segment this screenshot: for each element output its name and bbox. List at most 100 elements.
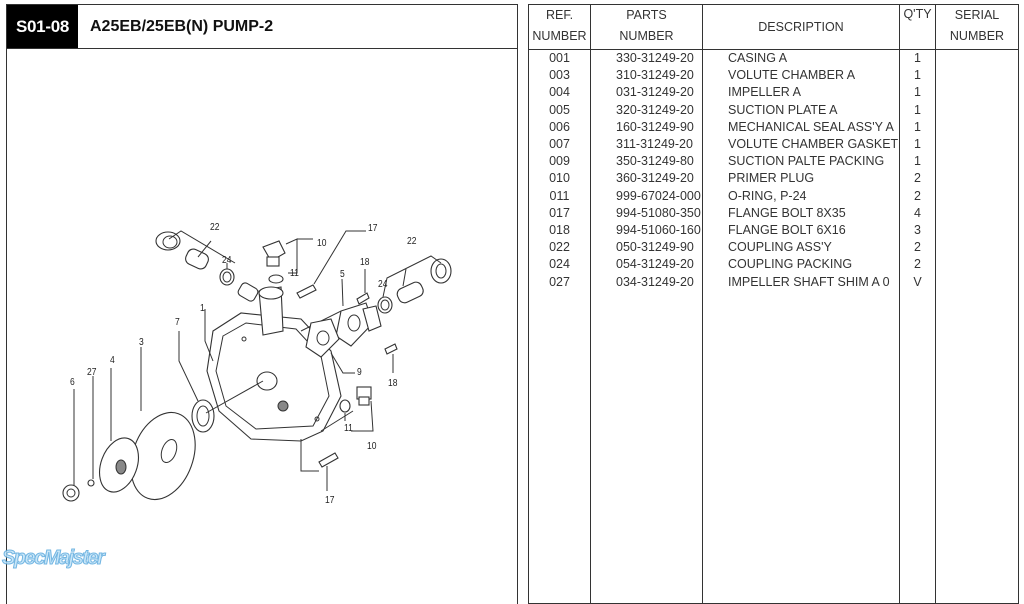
callout-11: 11: [344, 423, 353, 434]
part-number-cell: 360-31249-20: [616, 171, 694, 186]
callout-6: 6: [70, 377, 75, 388]
qty-cell: 1: [914, 51, 921, 65]
qty-cell: 1: [914, 154, 921, 169]
ref-cell: 018: [549, 223, 570, 237]
table-row: 027 034-31249-20 IMPELLER SHAFT SHIM A 0 V: [529, 274, 1018, 291]
qty-cell: 1: [914, 68, 921, 83]
callout-11: 11: [290, 268, 299, 279]
part-number-cell: 310-31249-20: [616, 68, 694, 83]
part-number-cell: 034-31249-20: [616, 274, 694, 289]
description-cell: FLANGE BOLT 8X35: [728, 205, 846, 220]
ref-cell: 011: [549, 188, 570, 203]
ref-cell: 007: [549, 137, 570, 151]
qty-cell: 1: [914, 119, 921, 134]
pump-exploded-drawing: [62, 230, 452, 502]
part-number-cell: 050-31249-90: [616, 240, 694, 255]
column-divider: [702, 5, 703, 603]
part-number-cell: 054-31249-20: [616, 257, 694, 272]
watermark-logo: SpecMajster: [1, 547, 105, 570]
table-row: 022 050-31249-90 COUPLING ASS'Y 2: [529, 239, 1018, 256]
suction-plate-part: [305, 302, 382, 358]
table-row: 024 054-31249-20 COUPLING PACKING 2: [529, 256, 1018, 273]
header-ref-line2: NUMBER: [532, 29, 587, 43]
description-cell: COUPLING PACKING: [728, 257, 853, 272]
description-cell: SUCTION PALTE PACKING: [728, 154, 885, 169]
qty-cell: 1: [914, 102, 921, 117]
header-serial-line1: SERIAL: [954, 8, 1000, 22]
callout-24: 24: [222, 255, 232, 266]
table-row: 003 310-31249-20 VOLUTE CHAMBER A 1: [529, 67, 1018, 84]
coupling-right: [377, 258, 452, 314]
table-row: 009 350-31249-80 SUCTION PALTE PACKING 1: [529, 153, 1018, 170]
part-number-cell: 994-51080-350: [616, 205, 701, 220]
qty-cell: 3: [914, 223, 921, 237]
part-number-cell: 320-31249-20: [616, 102, 694, 117]
description-cell: VOLUTE CHAMBER GASKET: [728, 137, 898, 151]
description-cell: IMPELLER SHAFT SHIM A 0: [728, 274, 890, 289]
callout-24: 24: [378, 279, 388, 290]
description-cell: MECHANICAL SEAL ASS'Y A: [728, 119, 894, 134]
ref-cell: 027: [549, 274, 570, 289]
ref-cell: 003: [549, 68, 570, 83]
ref-cell: 017: [549, 205, 570, 220]
callout-27: 27: [87, 367, 97, 378]
header-divider: [529, 49, 1018, 50]
section-code-badge: S01-08: [7, 5, 78, 48]
primer-plug-bottom: [339, 386, 372, 413]
header-ref-line1: REF.: [545, 8, 574, 22]
coupling-left: [155, 231, 259, 302]
table-row: 018 994-51060-160 FLANGE BOLT 6X16 3: [529, 222, 1018, 239]
ref-cell: 001: [549, 51, 570, 65]
ref-cell: 024: [549, 257, 570, 272]
part-number-cell: 350-31249-80: [616, 154, 694, 169]
callout-10: 10: [317, 238, 327, 249]
description-cell: FLANGE BOLT 6X16: [728, 223, 846, 237]
qty-cell: 4: [914, 205, 921, 220]
leader-lines: [73, 230, 442, 491]
callout-10: 10: [367, 441, 377, 452]
header-description: DESCRIPTION: [758, 20, 844, 34]
callout-9: 9: [357, 367, 362, 378]
callout-3: 3: [139, 337, 144, 348]
part-number-cell: 311-31249-20: [616, 137, 693, 151]
header-parts-line2: NUMBER: [619, 29, 674, 43]
description-cell: COUPLING ASS'Y: [728, 240, 832, 255]
qty-cell: 2: [914, 240, 921, 255]
ref-cell: 009: [549, 154, 570, 169]
qty-cell: V: [913, 274, 922, 289]
qty-cell: 2: [914, 171, 921, 186]
title-bar: S01-08 A25EB/25EB(N) PUMP-2: [7, 5, 518, 49]
ref-cell: 010: [549, 171, 570, 186]
header-qty: Q'TY: [903, 7, 932, 21]
part-number-cell: 994-51060-160: [616, 223, 701, 237]
parts-table: REF. NUMBER PARTS NUMBER DESCRIPTION Q'T…: [528, 4, 1019, 604]
ref-cell: 004: [549, 85, 570, 100]
part-number-cell: 160-31249-90: [616, 119, 694, 134]
description-cell: PRIMER PLUG: [728, 171, 815, 186]
qty-cell: 2: [914, 257, 921, 272]
description-cell: VOLUTE CHAMBER A: [728, 68, 856, 83]
callout-4: 4: [110, 355, 115, 366]
callout-22: 22: [407, 236, 417, 247]
page-title: A25EB/25EB(N) PUMP-2: [90, 18, 274, 35]
ref-cell: 006: [549, 119, 570, 134]
part-number-cell: 031-31249-20: [616, 85, 694, 100]
front-parts: [62, 380, 264, 502]
description-cell: O-RING, P-24: [728, 188, 807, 203]
callout-5: 5: [340, 269, 345, 280]
callout-18: 18: [360, 257, 370, 268]
exploded-view-diagram: 22 24 10 11 17 5 18 24 22 1 7 3 4 27 6 9…: [7, 49, 518, 594]
header-parts-line1: PARTS: [626, 8, 667, 22]
qty-cell: 1: [914, 85, 921, 100]
callout-22: 22: [210, 222, 220, 233]
callout-17: 17: [325, 495, 335, 506]
ref-cell: 022: [549, 240, 570, 255]
table-row: 017 994-51080-350 FLANGE BOLT 8X35 4: [529, 205, 1018, 222]
header-parts-number: PARTS NUMBER: [591, 5, 702, 49]
header-serial-line2: NUMBER: [949, 29, 1005, 43]
flange-bolts: [296, 284, 398, 468]
